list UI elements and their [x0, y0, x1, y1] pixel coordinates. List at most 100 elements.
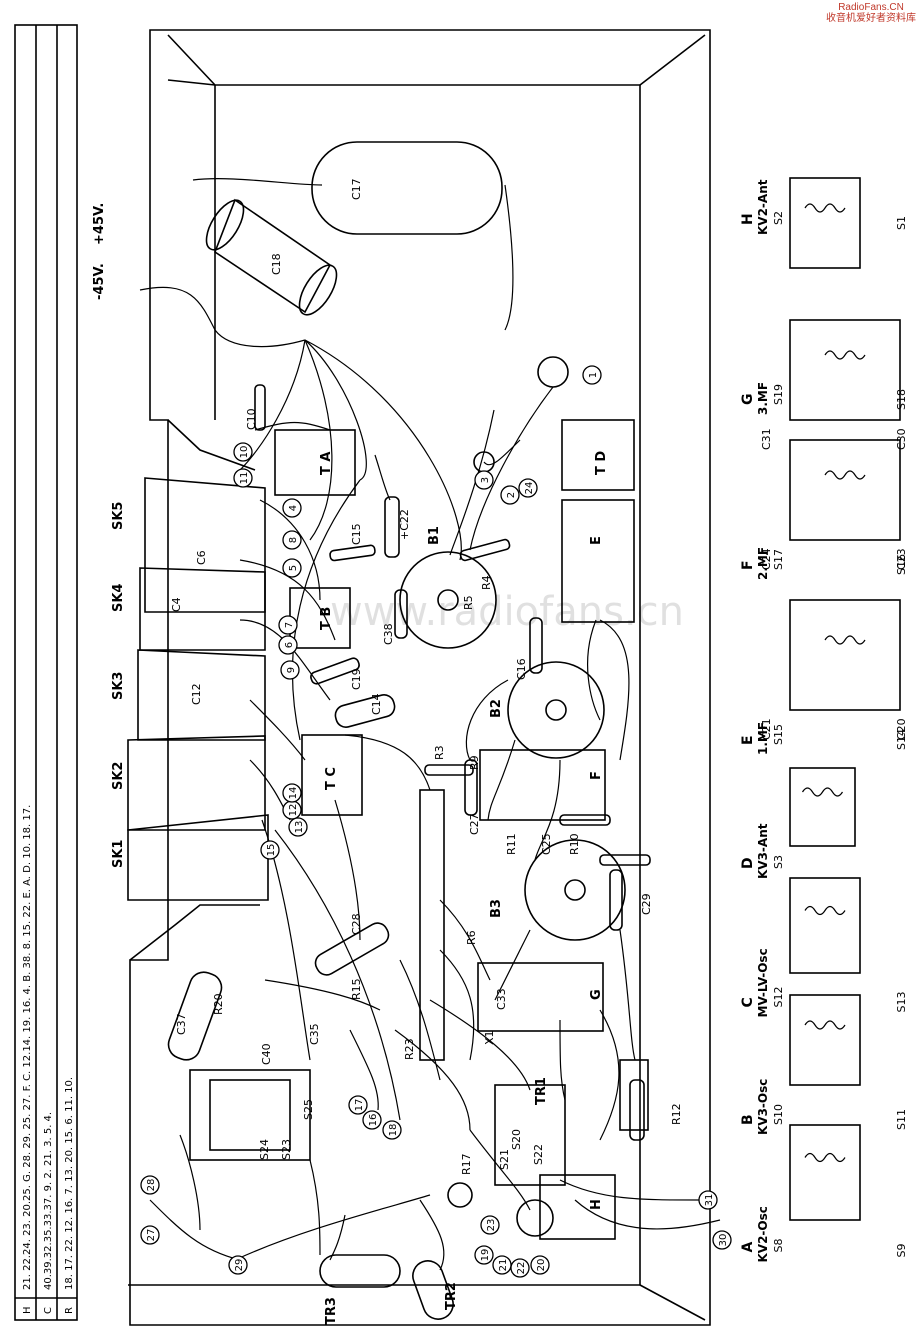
terminal-circle-16	[362, 1110, 382, 1130]
coil-letter-g: G	[740, 394, 756, 406]
label-tr1: TR1	[534, 1077, 549, 1105]
tr3-body	[319, 1254, 401, 1288]
terminal-number-9: 9	[286, 667, 297, 673]
coil-name-d: KV3-Ant	[756, 823, 770, 879]
table-row-r: 18. 17. 22. 12. 16. 7. 13. 20. 15. 6. 11…	[64, 1077, 75, 1290]
coil-name-a: KV2-Osc	[756, 1206, 770, 1262]
terminal-number-19: 19	[480, 1249, 491, 1262]
coil-right-c: S13	[895, 992, 908, 1013]
terminal-number-21: 21	[498, 1259, 509, 1272]
label-s21: S21	[498, 1149, 511, 1170]
table-row-c: 40.39.32.35.33.37. 9. 2. 21. 3. 5. 4.	[43, 1112, 54, 1290]
terminal-circle-10	[233, 442, 253, 462]
coil-s-b: S10	[772, 1104, 785, 1125]
c28-body	[314, 922, 390, 976]
coil-winding-e	[824, 635, 866, 645]
coil-f-box	[479, 749, 606, 821]
label-coil-b: T B	[319, 607, 334, 630]
coil-name-c: MV-LV-Osc	[756, 948, 770, 1017]
terminal-circle-1	[582, 365, 602, 385]
label-sk3: SK3	[111, 672, 126, 700]
label-c17: C17	[350, 178, 363, 200]
terminal-circle-7	[278, 615, 298, 635]
coil-winding-c	[804, 905, 846, 916]
coil-name-h: KV2-Ant	[756, 179, 770, 235]
coil-winding-f	[824, 470, 866, 480]
label-coil-g: G	[589, 989, 604, 1000]
terminal-circle-14	[282, 783, 302, 803]
watermark-line1: RadioFans.CN	[838, 2, 904, 13]
label-c40: C40	[260, 1043, 273, 1065]
coil-winding-b	[804, 1020, 846, 1030]
terminal-number-12: 12	[288, 804, 299, 817]
terminal-circle-18	[382, 1120, 402, 1140]
coil-h-box	[539, 1174, 616, 1240]
label-coil-c: T C	[324, 767, 339, 790]
bg-watermark: www.radiofans.cn	[330, 589, 684, 635]
coil-letter-a: A	[740, 1242, 756, 1253]
terminal-number-28: 28	[146, 1179, 157, 1192]
coil-diagram-c	[789, 877, 861, 974]
label-c16: C16	[515, 658, 528, 680]
coil-name-b: KV3-Osc	[756, 1079, 770, 1135]
label-c33: C33	[495, 988, 508, 1010]
coil-right-a: S9	[895, 1244, 908, 1258]
c17-body	[311, 141, 503, 235]
coil-winding-h	[804, 203, 846, 213]
coil-s-c: S12	[772, 987, 785, 1008]
coil-diagram-e	[789, 599, 901, 711]
terminal-circle-5	[282, 558, 302, 578]
label-b2: B2	[489, 699, 504, 718]
label-c6: C6	[195, 550, 208, 565]
terminal-number-7: 7	[284, 622, 295, 628]
terminal-circle-15	[260, 840, 280, 860]
coil-diagram-f	[789, 439, 901, 541]
coil-winding-d	[801, 787, 844, 797]
label-r6: R6	[465, 930, 478, 945]
terminal-circle-6	[278, 635, 298, 655]
coil-winding-a	[804, 1152, 846, 1163]
table-row-c-head: C	[43, 1307, 54, 1314]
coil-letter-d: D	[740, 857, 756, 869]
label-c10: C10	[245, 408, 258, 430]
terminal-number-31: 31	[704, 1194, 715, 1207]
label-c29: C29	[640, 893, 653, 915]
coil-s-a: S8	[772, 1239, 785, 1253]
label-c15: C15	[350, 523, 363, 545]
coil-left-e: C21	[760, 718, 773, 740]
coil-s-d: S3	[772, 855, 785, 869]
terminal-circle-13	[288, 817, 308, 837]
output-transformer	[189, 1069, 311, 1161]
terminal-circle-11	[233, 468, 253, 488]
label-c19: C19	[350, 668, 363, 690]
tr2-body	[412, 1260, 454, 1320]
terminal-number-10: 10	[239, 446, 250, 459]
label-r4: R4	[480, 575, 493, 590]
label-s25: S25	[302, 1099, 315, 1120]
label-r20: R20	[212, 993, 225, 1015]
coil-left-g: C31	[760, 428, 773, 450]
label-c38: C38	[382, 623, 395, 645]
label-sk5: SK5	[111, 502, 126, 530]
label-sk1: SK1	[111, 840, 126, 868]
watermark: RadioFans.CN 收音机爱好者资料库	[826, 2, 916, 24]
terminal-circle-23	[480, 1215, 500, 1235]
part-labels: C17 C18 C10 C15 +C22 C38 C16 C14 C19 C28…	[111, 178, 683, 1325]
coil-c-box	[301, 734, 363, 816]
label-c27: C27	[468, 813, 481, 835]
coil-diagram-b	[789, 994, 861, 1086]
terminal-number-20: 20	[536, 1259, 547, 1272]
label-c22: +C22	[398, 509, 411, 540]
label-s24: S24	[258, 1139, 271, 1160]
c37-body	[167, 971, 223, 1061]
coil-cap-f: C23	[895, 548, 908, 570]
terminal-number-5: 5	[288, 565, 299, 571]
coil-letter-e: E	[740, 735, 756, 745]
label-r11: R11	[505, 833, 518, 855]
terminal-circle-9	[280, 660, 300, 680]
label-c35: C35	[308, 1023, 321, 1045]
terminal-number-15: 15	[266, 844, 277, 857]
label-coil-e: E	[589, 536, 604, 545]
coil-e-box	[561, 499, 635, 623]
